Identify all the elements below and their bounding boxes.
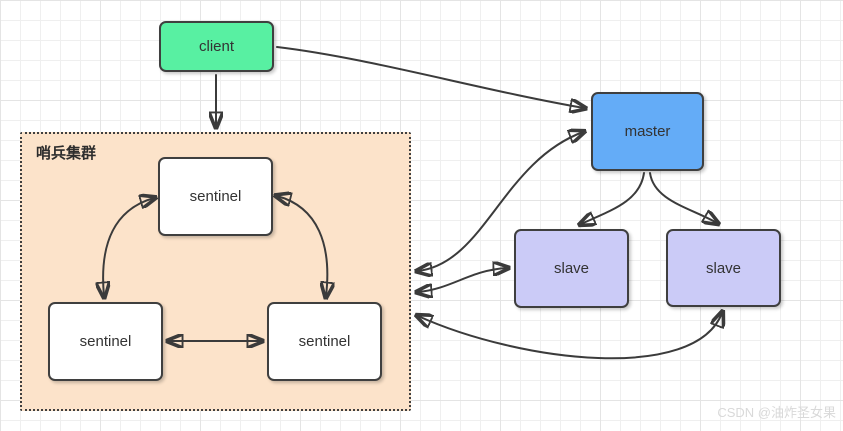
node-master: master bbox=[591, 92, 704, 171]
node-slave-right-label: slave bbox=[705, 259, 742, 277]
node-client: client bbox=[159, 21, 274, 72]
node-master-label: master bbox=[624, 123, 671, 140]
node-client-label: client bbox=[198, 38, 235, 55]
node-sentinel-bottom-left: sentinel bbox=[48, 302, 163, 381]
edge-master-to-slave-right bbox=[649, 172, 717, 223]
watermark: CSDN @油炸圣女果 bbox=[717, 405, 836, 420]
edge-sentinel-cluster-slave-left bbox=[418, 268, 507, 292]
edge-master-to-slave-left bbox=[581, 172, 645, 224]
node-slave-left: slave bbox=[514, 229, 629, 308]
edge-sentinel-cluster-slave-right bbox=[418, 313, 722, 360]
edge-client-to-master bbox=[276, 46, 584, 108]
node-sentinel-bottom-right: sentinel bbox=[267, 302, 382, 381]
node-slave-left-label: slave bbox=[553, 260, 590, 277]
node-slave-right: slave bbox=[666, 229, 781, 307]
node-sentinel-bottom-right-label: sentinel bbox=[298, 333, 351, 350]
node-sentinel-bottom-left-label: sentinel bbox=[79, 333, 132, 350]
node-sentinel-top-label: sentinel bbox=[189, 188, 242, 205]
node-sentinel-top: sentinel bbox=[158, 157, 273, 236]
sentinel-cluster-label: 哨兵集群 bbox=[36, 145, 97, 162]
